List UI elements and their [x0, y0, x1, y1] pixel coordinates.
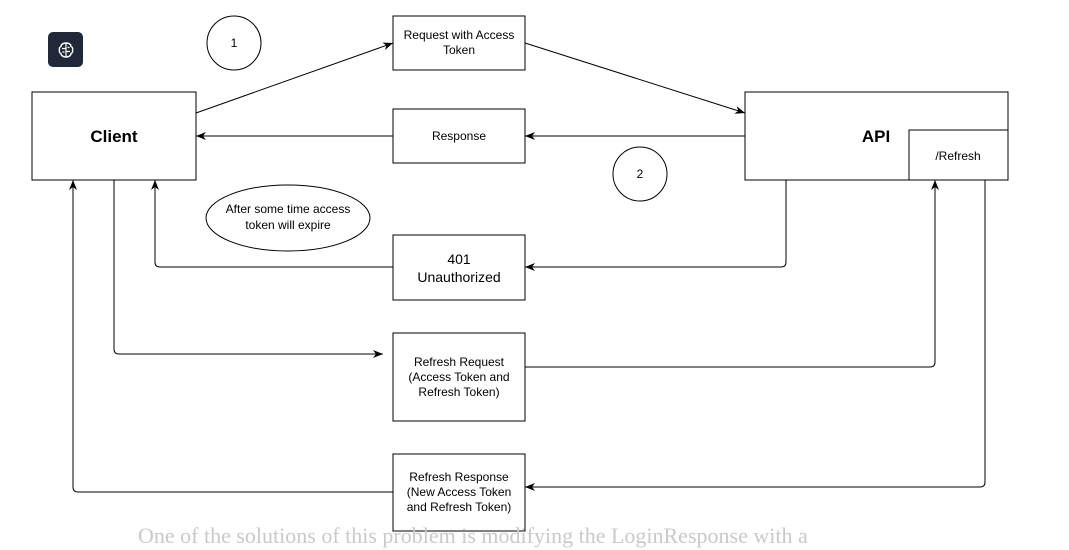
connectors	[69, 42, 986, 493]
refresh-endpoint-label: /Refresh	[935, 149, 980, 163]
refresh-response-line-2: (New Access Token	[407, 485, 512, 499]
expire-note-line-2: token will expire	[245, 218, 331, 232]
step-2-label: 2	[637, 167, 644, 181]
request-label-line-2: Token	[443, 43, 475, 57]
response-label: Response	[432, 129, 486, 143]
response-node: Response	[392, 108, 526, 164]
client-label: Client	[90, 127, 138, 146]
expire-note: After some time access token will expire	[205, 184, 371, 252]
refresh-request-line-2: (Access Token and	[408, 370, 509, 384]
arrow-client-to-request	[195, 42, 394, 114]
brain-glyph	[58, 41, 73, 58]
arrow-request-to-api	[524, 42, 746, 114]
expire-note-line-1: After some time access	[226, 202, 351, 216]
api-node: API /Refresh	[744, 91, 1009, 181]
refresh-request-line-1: Refresh Request	[414, 355, 505, 369]
step-2-circle: 2	[612, 146, 668, 202]
request-node: Request with Access Token	[392, 15, 526, 71]
unauthorized-node: 401 Unauthorized	[392, 234, 526, 301]
refresh-response-line-3: and Refresh Token)	[407, 500, 512, 514]
arrow-api-to-unauthorized	[525, 180, 787, 271]
unauthorized-label-line-1: 401	[447, 251, 471, 267]
refresh-response-node: Refresh Response (New Access Token and R…	[392, 453, 526, 532]
arrow-refresh-request-to-endpoint	[525, 180, 939, 368]
refresh-endpoint-box	[908, 129, 1009, 181]
refresh-response-line-1: Refresh Response	[409, 470, 509, 484]
arrow-client-to-refresh-request	[113, 180, 383, 358]
arrow-unauthorized-to-client	[151, 180, 393, 268]
api-label: API	[862, 127, 890, 146]
refresh-request-node: Refresh Request (Access Token and Refres…	[392, 332, 526, 422]
step-1-label: 1	[231, 36, 238, 50]
client-node: Client	[31, 91, 197, 181]
refresh-request-line-3: Refresh Token)	[418, 385, 499, 399]
unauthorized-label-line-2: Unauthorized	[417, 269, 500, 285]
request-label-line-1: Request with Access	[404, 28, 515, 42]
step-1-circle: 1	[206, 15, 262, 71]
brain-icon[interactable]	[48, 32, 83, 67]
arrow-refresh-response-to-client	[69, 180, 393, 493]
background-article-text: One of the solutions of this problem is …	[138, 523, 808, 548]
arrow-endpoint-to-refresh-response	[525, 180, 986, 491]
